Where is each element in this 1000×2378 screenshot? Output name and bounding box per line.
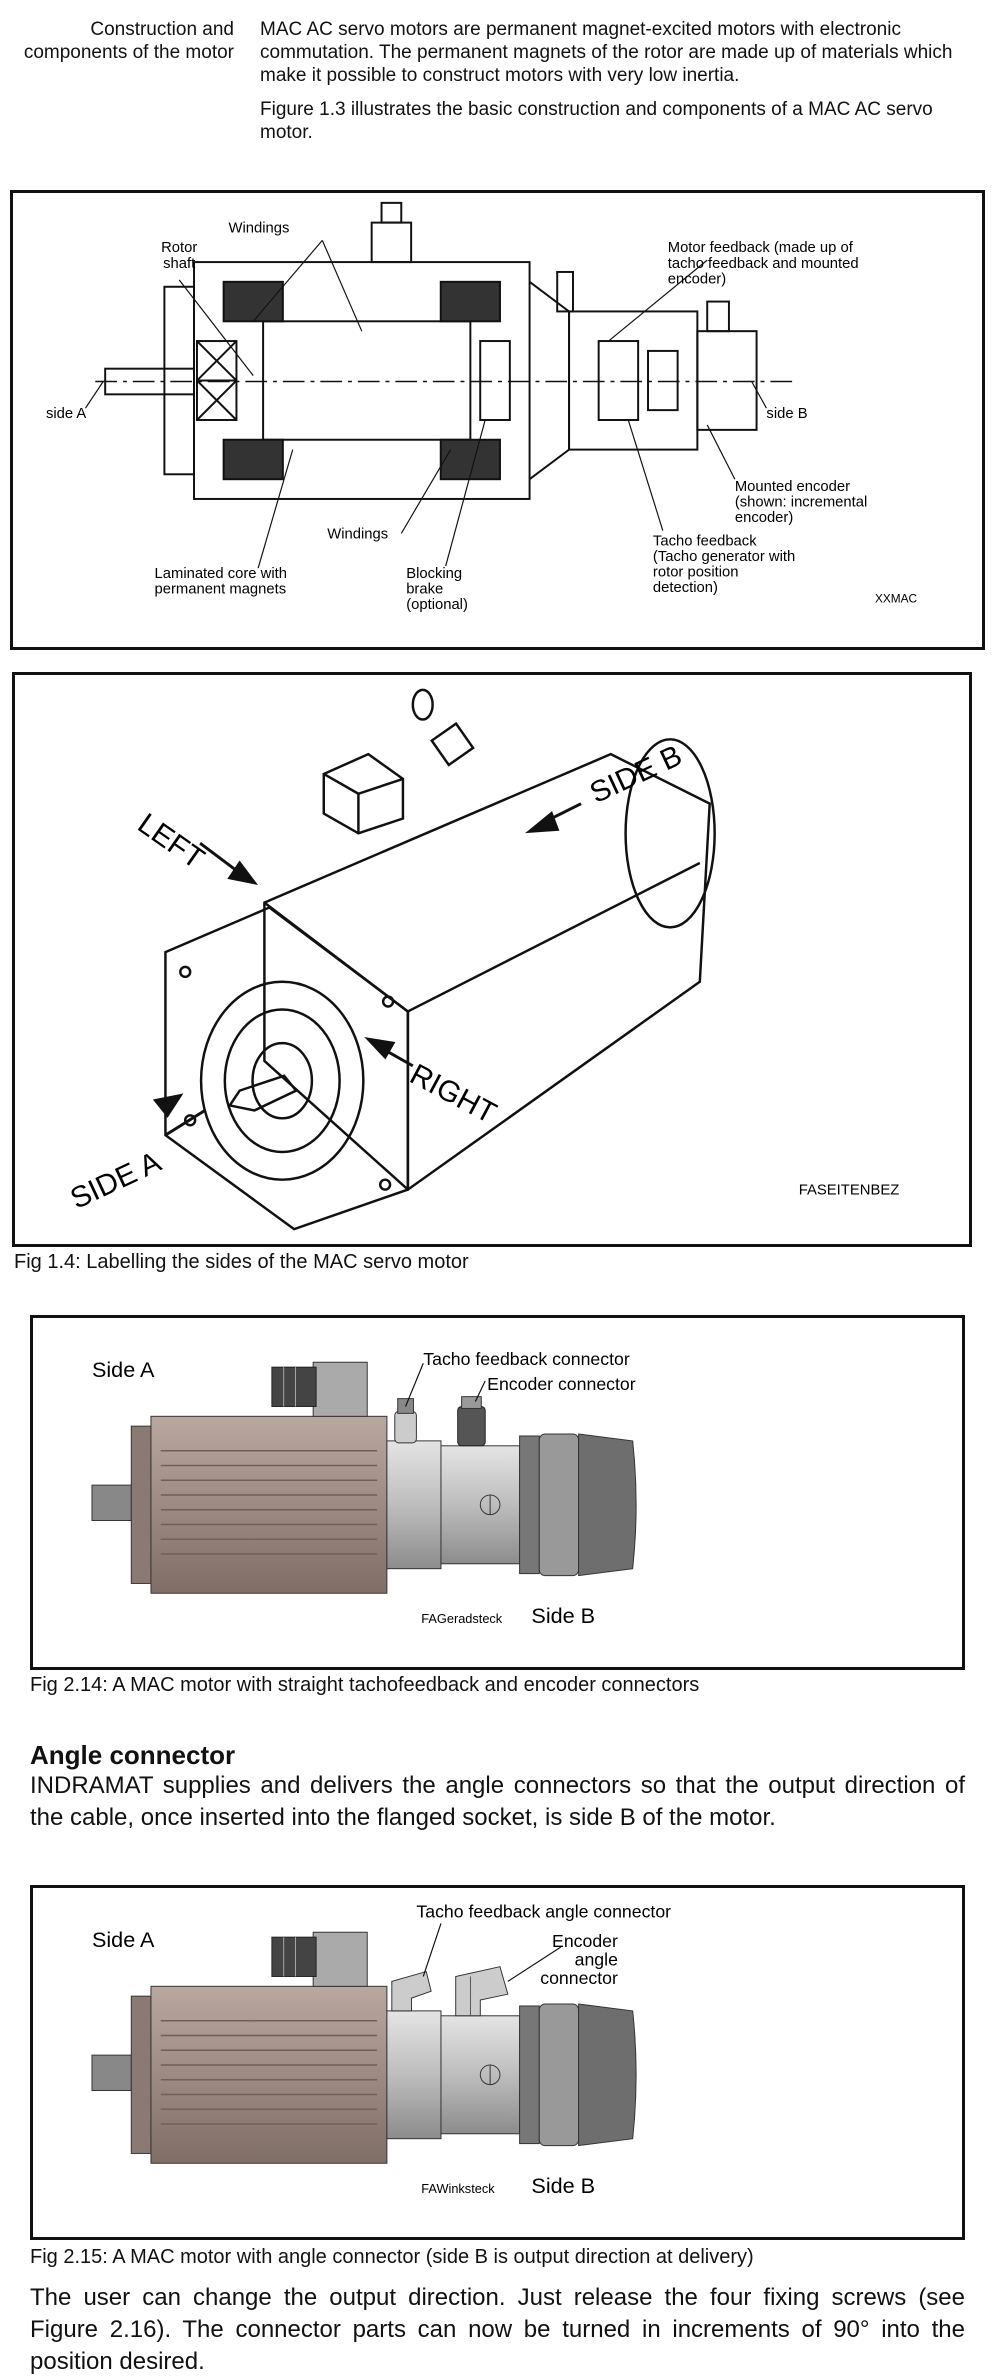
angle-connector-text: INDRAMAT supplies and delivers the angle… (30, 1772, 965, 1831)
label-windings-top: Windings (229, 220, 290, 236)
figure-1-4: LEFT RIGHT SIDE A SIDE B FASEITENBEZ (12, 672, 972, 1247)
motor-straight-connectors-drawing: Side A Tacho feedback connector Encoder … (91, 1349, 637, 1628)
figure-2-15: Side A Tacho feedback angle connector En… (30, 1885, 965, 2240)
label-encoder-connector: Encoder connector (487, 1374, 636, 1394)
label-side-b: SIDE B (585, 739, 687, 810)
figure-code: FAGeradsteck (421, 1611, 502, 1626)
intro-paragraph-1: MAC AC servo motors are permanent magnet… (260, 19, 953, 86)
figure-1-4-caption: Fig 1.4: Labelling the sides of the MAC … (14, 1251, 469, 1273)
label-side-a: side A (46, 406, 86, 422)
figure-code: FAWinksteck (421, 2181, 495, 2196)
motor-angle-connectors-drawing: Side A Tacho feedback angle connector En… (91, 1901, 671, 2198)
intro-paragraph-2: Figure 1.3 illustrates the basic constru… (260, 99, 933, 143)
figure-2-14: Side A Tacho feedback connector Encoder … (30, 1315, 965, 1670)
motor-sides-drawing: LEFT RIGHT SIDE A SIDE B FASEITENBEZ (65, 688, 900, 1231)
intro-text: MAC AC servo motors are permanent magnet… (260, 18, 980, 155)
label-side-a: SIDE A (65, 1145, 166, 1215)
label-tacho-connector: Tacho feedback connector (423, 1349, 630, 1369)
figure-code: XXMAC (875, 592, 918, 606)
label-windings-bottom: Windings (327, 526, 388, 542)
figure-code: FASEITENBEZ (799, 1183, 900, 1199)
closing-text: The user can change the output direction… (30, 2284, 965, 2375)
section-side-heading: Construction and components of the motor (23, 19, 234, 63)
label-right: RIGHT (405, 1058, 502, 1130)
label-tacho-angle-connector: Tacho feedback angle connector (416, 1901, 671, 1921)
label-side-b: Side B (531, 1603, 595, 1628)
label-side-b: Side B (531, 2173, 595, 2198)
label-left: LEFT (132, 807, 210, 876)
figure-2-14-caption: Fig 2.14: A MAC motor with straight tach… (30, 1674, 700, 1696)
label-side-a: Side A (92, 1927, 155, 1952)
section-title-angle-connector: Angle connector (30, 1740, 236, 1770)
label-side-b: side B (766, 406, 807, 422)
label-side-a: Side A (92, 1357, 155, 1382)
figure-2-15-caption: Fig 2.15: A MAC motor with angle connect… (30, 2246, 754, 2268)
